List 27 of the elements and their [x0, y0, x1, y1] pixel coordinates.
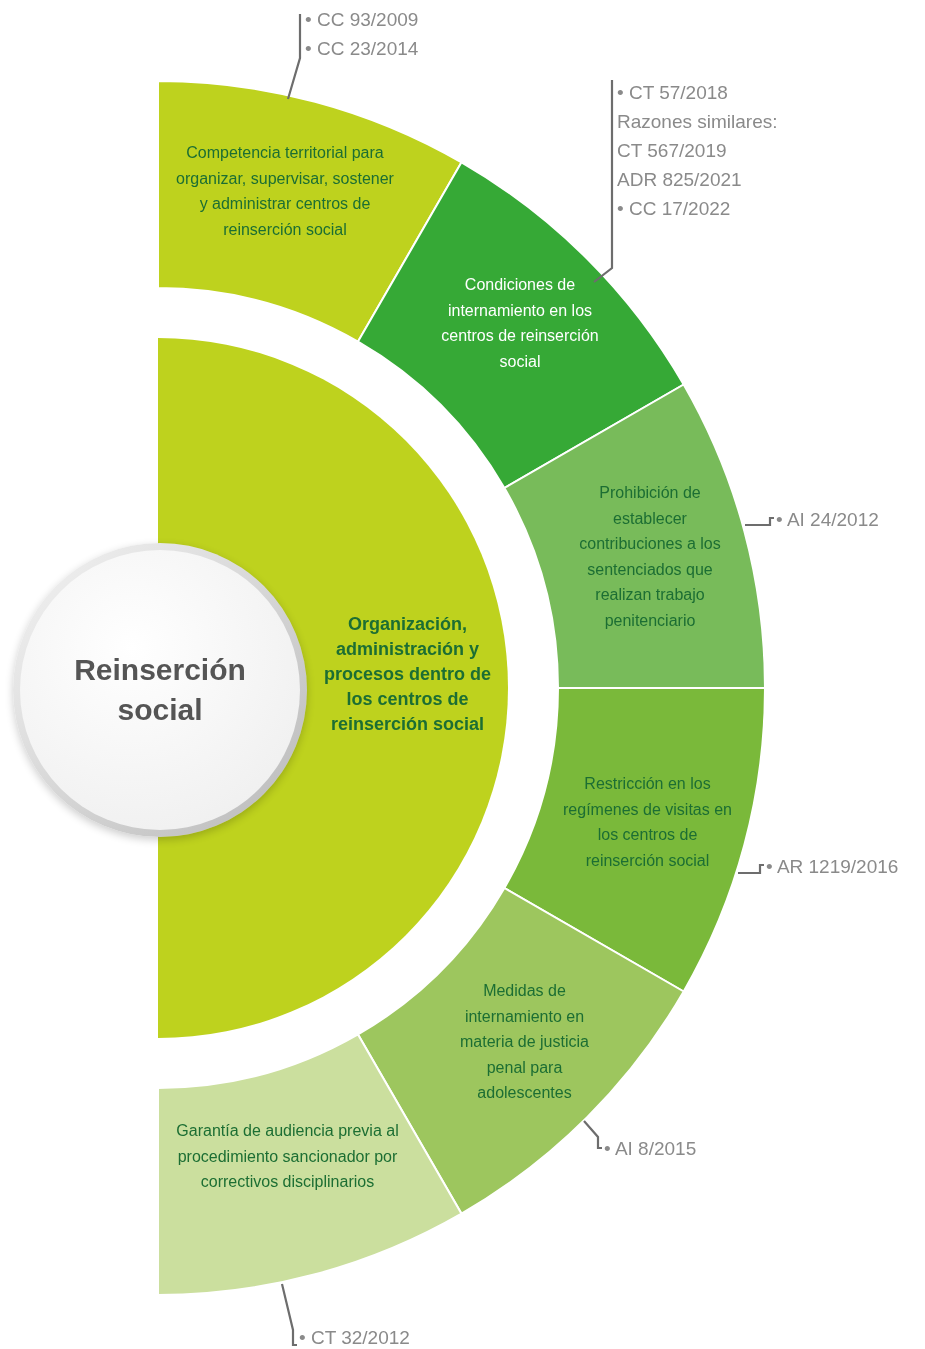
leader-line	[738, 863, 764, 875]
ring-segment	[158, 1034, 462, 1295]
segment-label: Medidas de internamiento en materia de justicia penal para adolescentes	[459, 981, 590, 1103]
leader-line	[583, 1120, 602, 1150]
segment-label: Condiciones de internamiento en los centros de reinserción social	[440, 275, 600, 372]
case-reference: • CT 32/2012	[298, 1326, 411, 1349]
ring-segment	[504, 384, 765, 688]
disc-label: Organización, administración y procesos dentro de los centros de reinserción social	[322, 613, 492, 736]
case-reference: • CC 93/2009	[304, 8, 420, 32]
case-reference: • CC 17/2022	[616, 197, 732, 221]
center-title: Reinserción social	[73, 652, 247, 728]
leader-line	[280, 1283, 297, 1347]
case-reference: ADR 825/2021	[616, 168, 743, 192]
case-reference: Razones similares:	[616, 110, 779, 134]
segment-label: Restricción en los regímenes de visitas en los centros de reinserción social	[562, 774, 733, 871]
segment-label: Garantía de audiencia previa al procedimiento sancionador por correctivos disciplinarios	[175, 1121, 400, 1192]
case-reference: • AI 24/2012	[775, 508, 880, 532]
leader-line	[593, 80, 614, 283]
case-reference: • AR 1219/2016	[765, 855, 900, 879]
segment-label: Competencia territorial para organizar, supervisar, sostener y administrar centros de reinserción social	[175, 143, 395, 240]
case-reference: CT 567/2019	[616, 139, 728, 163]
segment-label: Prohibición de establecer contribuciones a los sentenciados que realizan trabajo penitenciario	[578, 483, 722, 631]
leader-line	[745, 516, 774, 527]
case-reference: • CC 23/2014	[304, 37, 420, 61]
case-reference: • CT 57/2018	[616, 81, 729, 105]
leader-line	[286, 14, 302, 100]
case-reference: • AI 8/2015	[603, 1137, 698, 1161]
